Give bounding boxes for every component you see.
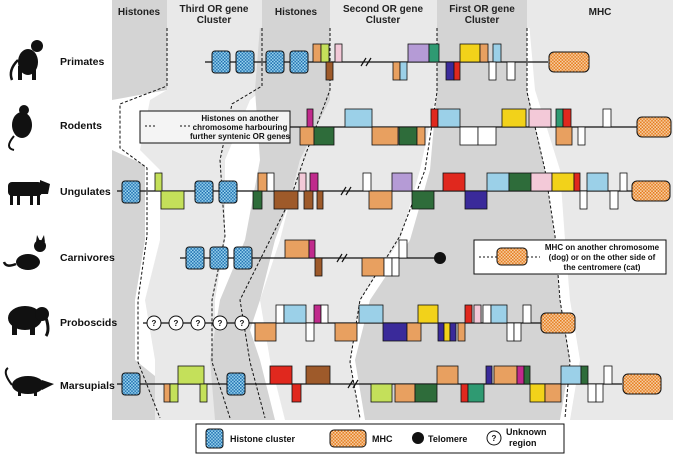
ungulates-genes (154, 172, 628, 210)
header-histones-2: Histones (275, 7, 318, 18)
histone-cluster-carnivores-2 (209, 246, 229, 270)
telomere-carnivores (434, 252, 446, 264)
legend-histone-swatch (205, 428, 224, 449)
break-marks (336, 57, 372, 389)
legend-unknown-label-line2: region (509, 438, 537, 448)
unknown-mark-3: ? (196, 319, 201, 328)
legend-unknown-label-line1: Unknown (506, 427, 547, 437)
mhc-blocks (540, 51, 672, 395)
histone-cluster-ungulates-3 (218, 180, 238, 204)
legend-telomere-label: Telomere (428, 434, 467, 444)
unknown-mark-2: ? (174, 319, 179, 328)
species-rodents: Rodents (60, 120, 102, 132)
histone-cluster-primates-4 (289, 50, 309, 74)
species-proboscids: Proboscids (60, 317, 117, 329)
mhc-carnivores (496, 247, 528, 266)
marsupials-genes (163, 365, 613, 403)
histone-cluster-carnivores-3 (233, 246, 253, 270)
column-boundaries (119, 28, 571, 419)
carnivore-note-line2: (dog) or on the other side of (549, 253, 656, 262)
mhc-marsupials (622, 373, 662, 395)
rat-icon (8, 105, 32, 151)
unknown-mark-5: ? (240, 319, 245, 328)
header-third-or-line1: Third OR gene (180, 4, 249, 15)
carnivore-mhc-note: MHC on another chromosome (dog) or on th… (473, 239, 667, 275)
mhc-proboscids (540, 312, 576, 334)
rodent-note-line1: Histones on another (201, 114, 278, 123)
header-first-or-line1: First OR gene (449, 4, 515, 15)
mhc-primates (548, 51, 590, 73)
carnivore-note-line3: the centromere (cat) (564, 263, 641, 272)
rodent-note-line2: chromosome harbouring (193, 123, 288, 132)
species-ungulates: Ungulates (60, 186, 111, 198)
histone-cluster-primates-3 (265, 50, 285, 74)
unknown-region-5 (234, 315, 250, 331)
column-headers: Histones Third OR gene Cluster Histones … (112, 0, 673, 28)
animal-icons (2, 40, 54, 396)
legend-mhc-swatch (329, 429, 367, 448)
opossum-icon (4, 367, 54, 396)
histone-cluster-marsupials-1 (121, 372, 141, 396)
legend-mhc-label: MHC (372, 434, 393, 444)
unknown-region-2 (168, 315, 184, 331)
unknown-region-4 (212, 315, 228, 331)
species-labels: Primates Rodents Ungulates Carnivores Pr… (60, 56, 117, 392)
carnivores-genes (284, 239, 408, 277)
species-carnivores: Carnivores (60, 252, 115, 264)
mhc-ungulates (631, 180, 671, 202)
unknown-mark-1: ? (152, 319, 157, 328)
histone-cluster-primates-1 (211, 50, 231, 74)
primates-genes (312, 43, 516, 81)
cat-icon (2, 235, 46, 270)
histone-cluster-carnivores-1 (185, 246, 205, 270)
legend: Histone cluster MHC Telomere ? Unknown r… (195, 423, 565, 454)
unknown-mark-4: ? (218, 319, 223, 328)
header-mhc: MHC (589, 7, 612, 18)
unknown-region-3 (190, 315, 206, 331)
histone-cluster-ungulates-2 (194, 180, 214, 204)
species-marsupials: Marsupials (60, 380, 115, 392)
species-primates: Primates (60, 56, 105, 68)
rodents-genes (299, 108, 612, 146)
histone-cluster-marsupials-2 (226, 372, 246, 396)
header-first-or-line2: Cluster (465, 15, 500, 26)
unknown-region-1 (146, 315, 162, 331)
column-bands (112, 0, 673, 420)
legend-telomere-swatch (412, 432, 424, 444)
header-second-or-line2: Cluster (366, 15, 401, 26)
header-second-or-line1: Second OR gene (343, 4, 423, 15)
histone-cluster-ungulates-1 (121, 180, 141, 204)
proboscids-genes (254, 304, 532, 342)
header-histones-1: Histones (118, 7, 161, 18)
rodent-histone-note: Histones on another chromosome harbourin… (139, 110, 291, 144)
histone-cluster-primates-2 (235, 50, 255, 74)
cow-icon (8, 180, 50, 205)
mhc-rodents (636, 116, 672, 138)
monkey-icon (9, 40, 43, 81)
legend-unknown-mark: ? (492, 434, 497, 443)
legend-histone-label: Histone cluster (230, 434, 296, 444)
header-third-or-line2: Cluster (197, 15, 232, 26)
elephant-icon (8, 306, 50, 337)
rodent-note-line3: further syntenic OR genes (190, 132, 291, 141)
unknown-regions: ? ? ? ? ? (146, 315, 250, 331)
legend-unknown-swatch (486, 430, 502, 446)
carnivore-note-line1: MHC on another chromosome (545, 243, 660, 252)
